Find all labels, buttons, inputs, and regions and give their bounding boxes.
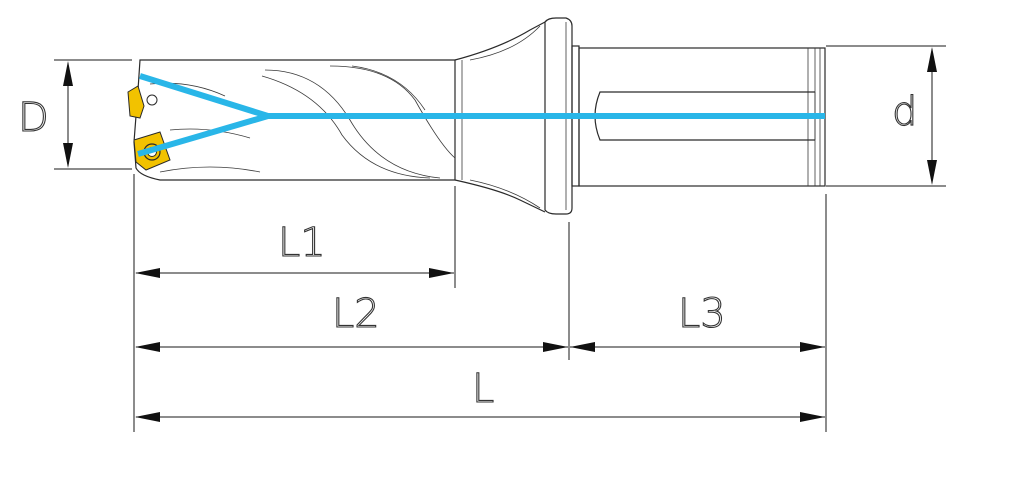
dimension-L2: L2: [135, 290, 568, 352]
dimension-D: D: [17, 59, 132, 170]
label-d: d: [892, 89, 917, 135]
label-L2: L2: [332, 291, 380, 337]
label-L: L: [472, 366, 494, 412]
dimension-L1: L1: [135, 219, 454, 278]
coolant-channels: [137, 73, 825, 157]
dimension-L: L: [135, 365, 825, 422]
extension-lines: [133, 174, 827, 432]
label-L3: L3: [678, 291, 726, 337]
cutting-insert-upper: [127, 85, 158, 119]
dimension-L3: L3: [570, 290, 825, 352]
label-L1: L1: [278, 220, 326, 266]
label-D: D: [18, 95, 49, 141]
dimension-d: d: [826, 45, 946, 187]
